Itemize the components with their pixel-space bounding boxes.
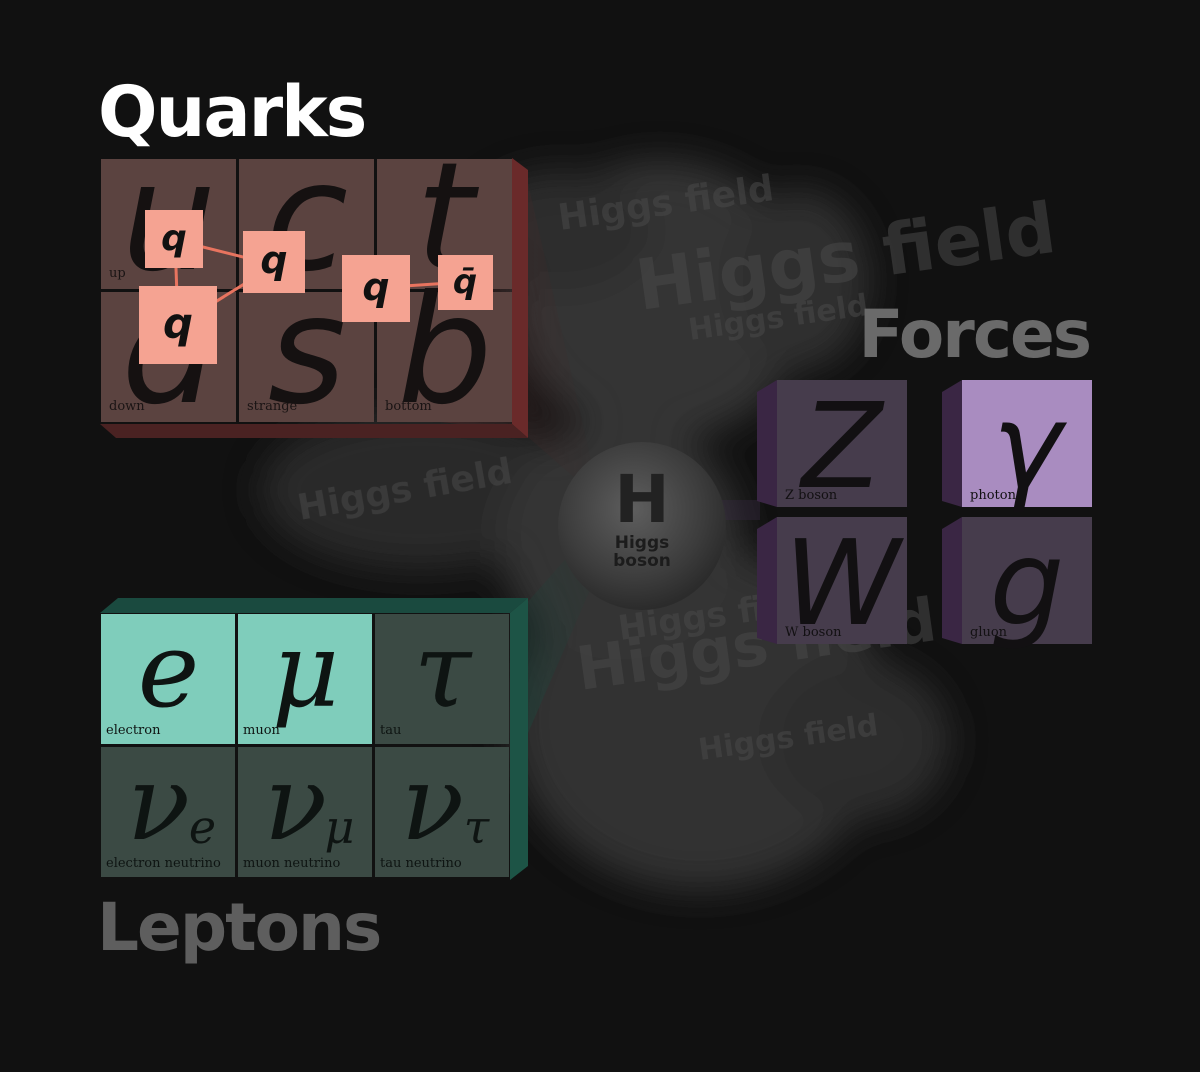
lepton-symbol: τ — [414, 609, 473, 731]
lepton-symbol: ν — [401, 742, 464, 864]
force-name: W boson — [785, 625, 842, 640]
higgs-symbol: H — [614, 461, 669, 538]
quark-block-bottom — [100, 424, 528, 438]
lepton-tile-muon-neutrino: νμ muon neutrino — [238, 742, 372, 877]
force-tile-W-boson: WW boson — [757, 514, 907, 652]
quark-name: down — [109, 399, 145, 414]
quark-name: up — [109, 266, 126, 281]
force-symbol: g — [990, 514, 1065, 652]
quarks-heading: Quarks — [98, 71, 365, 153]
lepton-name: muon — [243, 723, 281, 738]
quark-block-side — [512, 158, 528, 438]
forces-heading: Forces — [859, 296, 1090, 373]
lepton-symbol: ν — [127, 742, 190, 864]
lepton-name: electron neutrino — [106, 856, 221, 871]
lepton-subscript: e — [189, 800, 216, 854]
higgs-label-line2: boson — [613, 551, 671, 571]
force-name: Z boson — [785, 488, 838, 503]
quark-name: strange — [247, 399, 298, 414]
quark-composite-1: q — [161, 218, 187, 259]
lepton-name: tau — [380, 723, 401, 738]
lepton-block-top — [100, 598, 528, 613]
antiquark-composite: q̄ — [453, 262, 477, 302]
quark-composite-3: q — [163, 299, 193, 348]
lepton-symbol: ν — [264, 742, 327, 864]
lepton-name: tau neutrino — [380, 856, 462, 871]
force-tile-Z-boson: ZZ boson — [757, 377, 907, 515]
lepton-symbol: μ — [272, 609, 340, 731]
lepton-subscript: τ — [464, 800, 491, 854]
composite-particles: q q q q q̄ — [139, 210, 493, 364]
force-name: photon — [970, 488, 1017, 503]
force-name: gluon — [970, 625, 1008, 640]
quark-name: bottom — [385, 399, 432, 414]
lepton-block-side — [510, 598, 528, 880]
force-symbol: γ — [992, 377, 1067, 515]
quark-composite-4: q — [362, 265, 389, 309]
lepton-name: muon neutrino — [243, 856, 340, 871]
force-symbol: Z — [799, 377, 885, 515]
higgs-label-line1: Higgs — [615, 533, 670, 553]
lepton-symbol: e — [138, 609, 200, 731]
lepton-name: electron — [106, 723, 161, 738]
force-symbol: W — [784, 514, 905, 652]
lepton-tile-electron-neutrino: νe electron neutrino — [101, 742, 235, 877]
higgs-boson: H Higgs boson — [558, 442, 726, 610]
quark-composite-2: q — [260, 238, 287, 282]
leptons-heading: Leptons — [97, 889, 380, 966]
lepton-subscript: μ — [325, 800, 355, 854]
